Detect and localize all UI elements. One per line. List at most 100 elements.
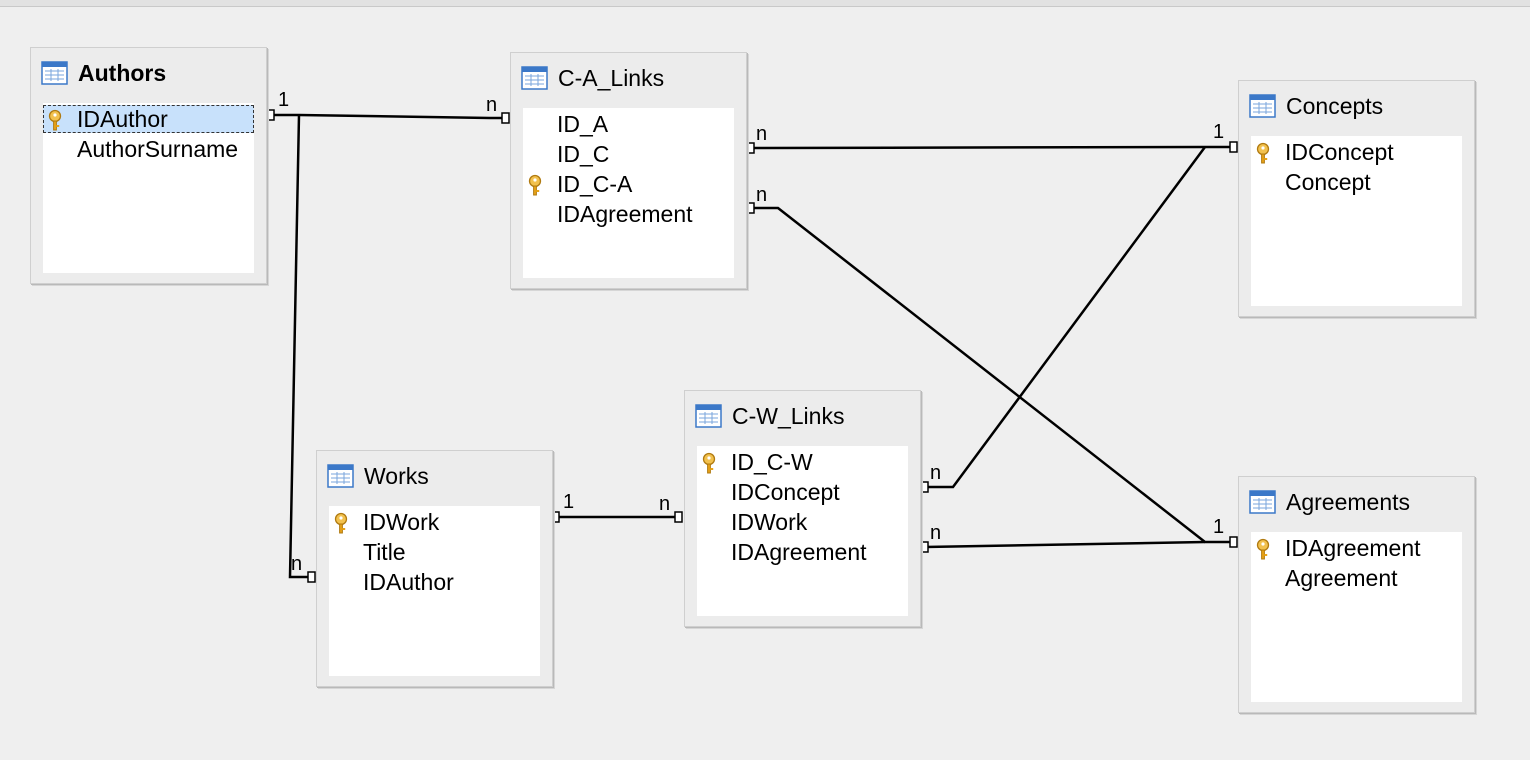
relation-line-ca-links-agreements[interactable] [751,206,1233,544]
field-name: AuthorSurname [77,136,239,162]
connector-stub [674,511,683,523]
field-row[interactable]: ID_A [523,110,734,138]
table-cw-links[interactable]: C-W_Links ID_C-W IDConcept IDWork IDAgre… [684,390,921,627]
table-ca-links[interactable]: C-A_Links ID_A ID_C ID_C-A IDAgreement [510,52,747,289]
primary-key-icon [1253,142,1273,164]
table-name: Concepts [1286,92,1384,119]
field-row[interactable]: IDAgreement [523,200,734,228]
field-name: Title [363,539,406,565]
table-name: C-W_Links [732,402,845,429]
primary-key-icon [699,452,719,474]
field-row[interactable]: ID_C [523,140,734,168]
table-name: C-A_Links [558,64,665,91]
cardinality-label: 1 [1213,121,1225,143]
field-row[interactable]: IDAgreement [1251,534,1462,562]
table-icon [521,66,548,90]
field-list: ID_A ID_C ID_C-A IDAgreement [523,108,734,278]
cardinality-label: n [486,94,498,116]
field-row[interactable]: AuthorSurname [43,135,254,163]
cardinality-label: n [930,522,942,544]
connector-stub [551,511,560,523]
table-name: Agreements [1286,488,1411,515]
connector-stub [920,481,929,493]
field-row[interactable]: IDWork [697,508,908,536]
table-title: Works [327,463,429,489]
table-title: C-A_Links [521,65,664,91]
field-name: IDWork [363,509,440,535]
connector-stub [1229,141,1238,153]
connector-stub [746,142,755,154]
field-name: Concept [1285,169,1371,195]
field-list: IDWork Title IDAuthor [329,506,540,676]
table-icon [41,61,68,85]
connector-stub [266,109,275,121]
table-icon [1249,490,1276,514]
window-top-edge [0,0,1530,7]
field-name: IDAgreement [557,201,693,227]
table-icon [327,464,354,488]
field-name: ID_C [557,141,610,167]
field-row[interactable]: Concept [1251,168,1462,196]
field-name: ID_C-W [731,449,813,475]
primary-key-icon [331,512,351,534]
field-row[interactable]: IDConcept [697,478,908,506]
field-list: IDAuthor AuthorSurname [43,103,254,273]
field-row[interactable]: Title [329,538,540,566]
field-row[interactable]: IDAuthor [43,105,254,133]
table-title: Agreements [1249,489,1410,515]
connector-stub [501,112,510,124]
field-name: IDWork [731,509,808,535]
field-row[interactable]: IDAgreement [697,538,908,566]
cardinality-label: n [659,493,671,515]
table-works[interactable]: Works IDWork Title IDAuthor [316,450,553,687]
field-row[interactable]: IDConcept [1251,138,1462,166]
table-icon [1249,94,1276,118]
field-name: ID_C-A [557,171,633,197]
connector-stub [307,571,316,583]
field-row[interactable]: Agreement [1251,564,1462,592]
table-title: Authors [41,60,166,86]
relation-line-ca-links-concepts[interactable] [750,145,1233,150]
cardinality-label: n [756,123,768,145]
relation-line-authors-works[interactable] [288,114,311,579]
cardinality-label: n [756,184,768,206]
relation-line-cw-links-agreements[interactable] [924,540,1206,549]
table-icon [695,404,722,428]
field-name: Agreement [1285,565,1398,591]
cardinality-label: n [930,462,942,484]
connector-stub [1229,536,1238,548]
cardinality-label: 1 [278,89,290,111]
connector-stub [746,202,755,214]
primary-key-icon [45,109,65,131]
field-name: IDConcept [731,479,840,505]
primary-key-icon [1253,538,1273,560]
table-title: Concepts [1249,93,1383,119]
field-list: IDConcept Concept [1251,136,1462,306]
field-row[interactable]: ID_C-W [697,448,908,476]
table-agreements[interactable]: Agreements IDAgreement Agreement [1238,476,1475,713]
table-authors[interactable]: Authors IDAuthor AuthorSurname [30,47,267,284]
cardinality-label: 1 [1213,516,1225,538]
field-name: IDConcept [1285,139,1394,165]
table-name: Authors [78,59,167,86]
field-name: IDAgreement [1285,535,1421,561]
table-concepts[interactable]: Concepts IDConcept Concept [1238,80,1475,317]
field-name: IDAgreement [731,539,867,565]
cardinality-label: 1 [563,491,575,513]
field-name: ID_A [557,111,609,137]
field-list: ID_C-W IDConcept IDWork IDAgreement [697,446,908,616]
field-list: IDAgreement Agreement [1251,532,1462,702]
field-name: IDAuthor [363,569,454,595]
relation-line-authors-ca-links[interactable] [271,113,505,120]
primary-key-icon [525,174,545,196]
field-name: IDAuthor [77,106,168,132]
field-row[interactable]: IDAuthor [329,568,540,596]
table-name: Works [364,462,429,489]
field-row[interactable]: IDWork [329,508,540,536]
relation-line-cw-links-concepts[interactable] [925,146,1207,489]
cardinality-label: n [291,553,303,575]
connector-stub [920,541,929,553]
field-row[interactable]: ID_C-A [523,170,734,198]
